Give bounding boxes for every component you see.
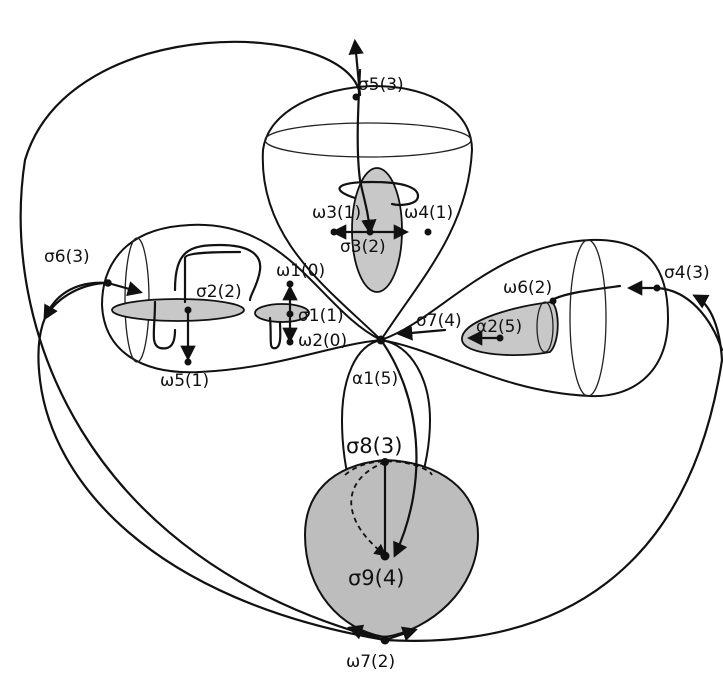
top-lobe — [261, 68, 474, 342]
label-sigma5: σ5(3) — [358, 75, 404, 95]
label-sigma4: σ4(3) — [664, 263, 710, 283]
label-omega4: ω4(1) — [404, 203, 453, 223]
label-omega5: ω5(1) — [160, 371, 209, 391]
label-sigma3: σ3(2) — [340, 237, 386, 257]
label-alpha2: α2(5) — [476, 317, 522, 337]
right-lobe — [380, 238, 670, 398]
label-sigma8: σ8(3) — [346, 434, 402, 458]
label-omega3: ω3(1) — [312, 203, 361, 223]
label-sigma6: σ6(3) — [44, 247, 90, 267]
label-sigma7: σ7(4) — [416, 311, 462, 331]
label-omega1: ω1(0) — [276, 261, 325, 281]
outer-loops — [19, 38, 723, 645]
label-omega2: ω2(0) — [298, 331, 347, 351]
label-sigma2: σ2(2) — [196, 282, 242, 302]
label-sigma9: σ9(4) — [348, 566, 404, 590]
label-sigma1: σ1(1) — [298, 306, 344, 326]
bottom-lobe — [303, 338, 480, 639]
label-omega6: ω6(2) — [503, 278, 552, 298]
label-alpha1: α1(5) — [352, 369, 398, 389]
labels: σ5(3) ω3(1) ω4(1) σ3(2) σ6(3) σ2(2) ω1(0… — [44, 75, 710, 672]
left-lobe — [100, 223, 385, 374]
label-omega7: ω7(2) — [346, 652, 395, 672]
